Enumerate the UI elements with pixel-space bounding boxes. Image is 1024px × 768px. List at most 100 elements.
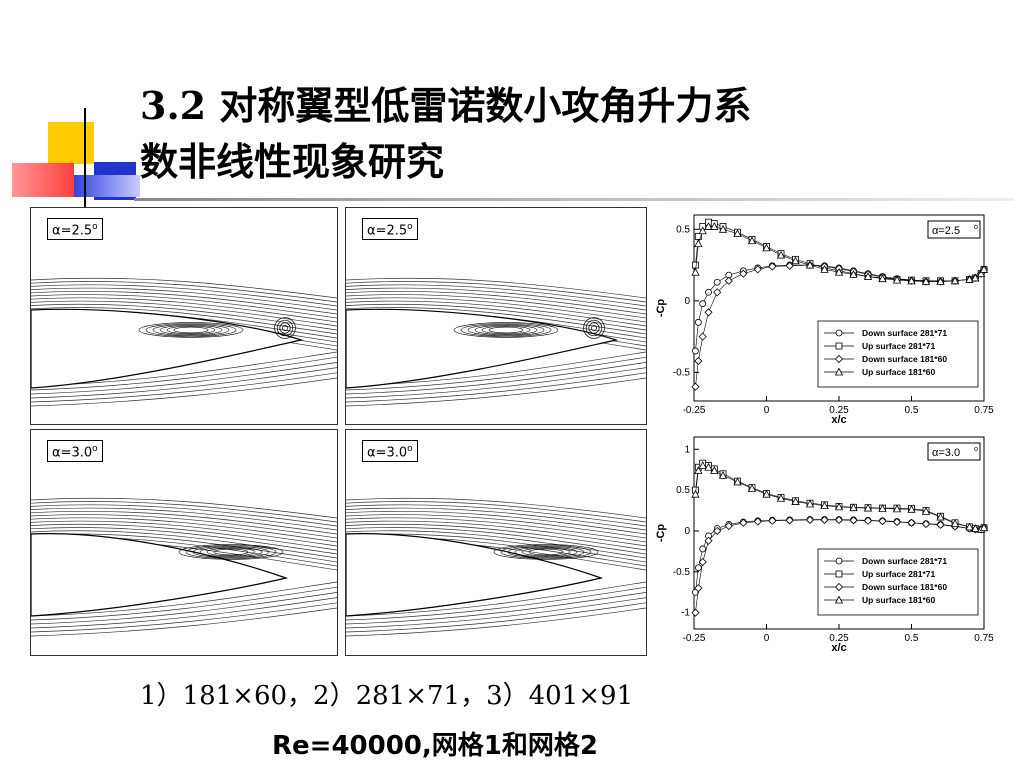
alpha-annotation-degree: o [974,446,978,453]
streamline [346,372,646,403]
streamline [31,303,337,331]
streamline [31,523,337,551]
point-diamond [834,582,844,592]
x-tick-label: -0.25 [683,633,706,644]
alpha-label-3: α=3.0o [47,440,103,463]
point-diamond [704,308,713,317]
legend-entry: Up surface 281*71 [862,341,936,351]
yellow-block [48,122,94,164]
point-triangle [776,493,786,502]
legend-entry: Up surface 281*71 [862,569,936,579]
slide-title: 3.2 对称翼型低雷诺数小攻角升力系 数非线性现象研究 [140,78,1000,190]
point-triangle [849,503,858,512]
streamline [346,586,646,621]
point-triangle [691,489,700,498]
y-tick-label: 0.5 [676,485,690,496]
point-triangle [733,229,742,238]
point-square [835,342,843,350]
point-diamond [820,515,829,524]
streamline [31,592,337,625]
point-triangle [718,471,728,479]
point-triangle [921,507,931,515]
point-triangle [820,501,829,510]
streamline [31,377,337,407]
point-triangle [834,267,844,276]
streamline [31,362,337,395]
point-triangle [747,484,757,492]
point-triangle [747,236,757,245]
airfoil-body [31,308,304,389]
streamline-plot-4 [346,497,646,637]
series-triangle [691,461,989,533]
point-diamond [785,516,794,525]
point-triangle [704,222,713,230]
point-circle [699,545,707,553]
separation-bubble [138,317,296,339]
x-tick-label: -0.25 [683,405,706,416]
point-triangle [698,461,707,469]
x-tick-label: 0.5 [905,633,919,644]
legend-entry: Down surface 281*71 [862,328,947,338]
point-diamond [691,608,700,617]
y-tick-label: 1 [684,444,690,455]
streamline-panel-1: α=2.5o [30,207,338,425]
point-diamond [694,584,703,593]
point-triangle [704,462,713,471]
streamline [31,497,337,519]
streamline-plot-1 [31,277,337,407]
slide-title-line-1: 3.2 对称翼型低雷诺数小攻角升力系 [140,83,752,128]
streamline [346,297,646,323]
y-axis-label: -Cp [655,299,667,318]
point-circle [692,347,699,355]
streamline [346,287,646,311]
point-triangle [710,222,719,230]
point-diamond [907,518,916,527]
streamline [31,356,337,391]
alpha-label-2: α=2.5o [362,218,418,241]
x-tick-label: 0 [764,633,770,644]
streamline [346,510,646,535]
streamline [31,530,337,559]
streamline [31,597,337,629]
streamline-plot-2 [346,277,646,407]
x-axis-label: x/c [831,414,846,425]
streamlines [31,497,337,637]
legend-box [817,320,979,388]
alpha-label-4: α=3.0o [362,440,418,463]
streamline [346,514,646,539]
streamline [31,581,337,617]
airfoil-body [346,533,604,617]
point-triangle [834,595,844,604]
point-diamond [739,518,748,527]
streamline [346,520,646,547]
airfoil-body [346,308,619,389]
vertical-rule [84,108,86,208]
point-triangle [971,524,980,532]
grid-caption: 1）181×60，2）281×71，3）401×91 [140,681,634,711]
horizontal-rule [134,198,1014,201]
x-tick-label: 0.25 [829,633,849,644]
legend-entry: Down surface 281*71 [862,556,947,566]
streamline [31,281,337,303]
streamline [346,303,646,331]
legend-entry: Up surface 181*60 [862,595,936,605]
point-triangle [718,224,728,233]
point-circle [694,318,702,326]
point-triangle [733,477,742,486]
legend-entry: Down surface 181*60 [862,354,947,364]
point-diamond [892,517,902,527]
streamline [346,362,646,395]
point-triangle [976,269,986,278]
x-tick-label: 0 [764,405,770,416]
streamline-panel-3: α=3.0o [30,429,338,656]
point-triangle [849,270,858,278]
point-diamond [724,521,733,531]
streamline [346,523,646,551]
streamline [31,284,337,307]
streamline-plot-3 [31,497,337,637]
point-triangle [892,504,902,513]
point-triangle [805,499,815,508]
streamline [31,294,337,319]
separation-bubble [178,544,284,560]
